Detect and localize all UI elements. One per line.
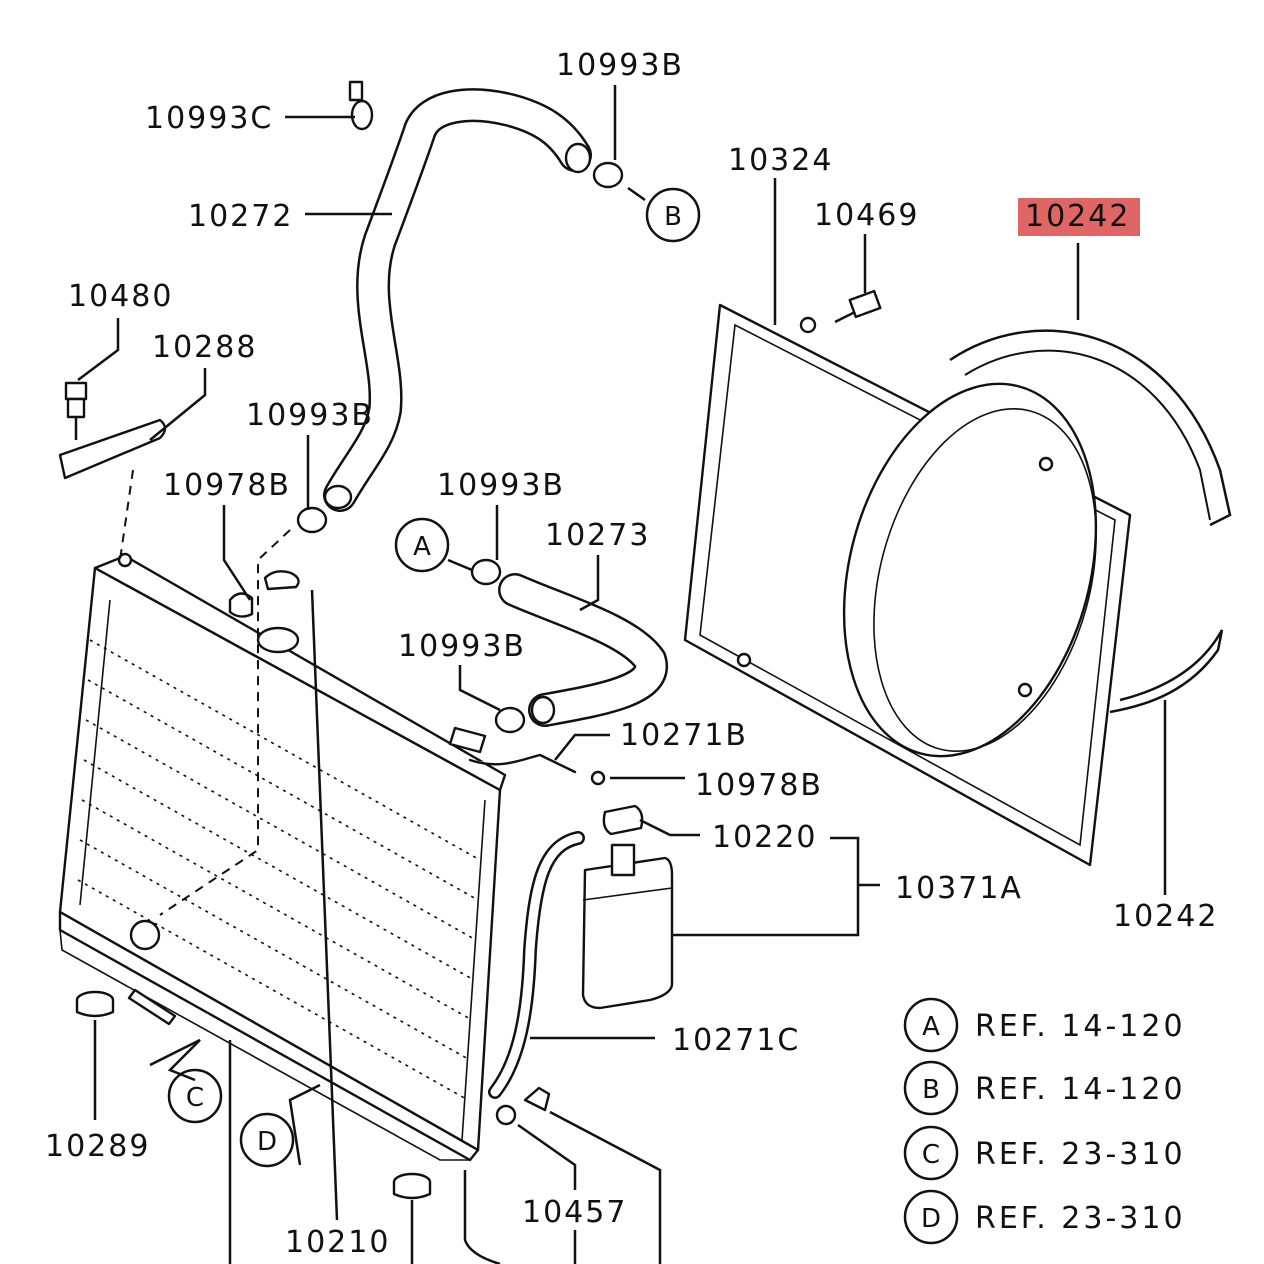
label-10271C: 10271C [672,1023,800,1058]
hose-clamp[interactable] [228,592,254,618]
label-10273: 10273 [545,518,650,553]
lower-hose-10273[interactable] [500,575,666,725]
drain-plug-10457[interactable] [495,1086,551,1126]
label-10271B: 10271B [620,718,748,753]
reference-legend: A REF. 14-120 B REF. 14-120 C REF. 23-31… [903,997,1186,1245]
reference-row-c[interactable]: C REF. 23-310 [903,1125,1186,1181]
svg-text:B: B [922,1075,940,1105]
hose-clamp[interactable] [494,706,526,734]
label-10220: 10220 [712,820,817,855]
shroud-ring-lower[interactable] [1109,629,1224,714]
label-10993B-center: 10993B [437,468,565,503]
label-10324: 10324 [728,143,833,178]
label-10993B-mid: 10993B [246,398,374,433]
callout-a[interactable]: A [394,517,450,573]
label-10993B-lower: 10993B [398,629,526,664]
label-10480: 10480 [68,279,173,314]
svg-text:C: C [186,1083,204,1113]
svg-text:REF. 23-310: REF. 23-310 [975,1201,1186,1236]
svg-text:D: D [921,1204,941,1234]
highlight-box [1018,198,1140,236]
grommet-10289[interactable] [75,990,115,1018]
label-10978B-right: 10978B [695,768,823,803]
label-10242-highlighted: 10242 [1025,199,1130,234]
hose-clamp[interactable] [470,558,502,586]
hose-10271C[interactable] [488,831,585,1099]
grommet-bottom[interactable] [392,1172,432,1200]
hose-clamp[interactable] [590,770,606,786]
label-10469: 10469 [814,198,919,233]
svg-text:REF. 23-310: REF. 23-310 [975,1137,1186,1172]
label-10288: 10288 [152,330,257,365]
reference-row-d[interactable]: D REF. 23-310 [903,1189,1186,1245]
label-10371A: 10371A [895,871,1023,906]
svg-text:A: A [413,532,431,562]
label-10457: 10457 [522,1195,627,1230]
svg-text:A: A [922,1012,940,1042]
overflow-hose-10271B[interactable] [468,753,577,774]
hose-clamp[interactable] [348,80,374,131]
radiator-bracket[interactable] [58,418,167,480]
reference-row-b[interactable]: B REF. 14-120 [903,1060,1186,1116]
hose-clamp[interactable] [296,506,328,534]
svg-text:C: C [922,1140,940,1170]
radiator-core[interactable] [58,552,507,1162]
svg-text:REF. 14-120: REF. 14-120 [975,1009,1186,1044]
label-10993C: 10993C [145,101,273,136]
bolt-10480[interactable] [64,381,88,440]
label-10993B-top: 10993B [556,48,684,83]
label-10978B-left: 10978B [163,468,291,503]
fan-shroud[interactable] [683,303,1135,867]
hose-clamp[interactable] [592,161,624,189]
callout-c[interactable]: C [167,1068,223,1124]
label-10242-bottom: 10242 [1113,899,1218,934]
shroud-ring-upper[interactable] [949,329,1232,527]
leader-lines [77,85,1167,1264]
label-10272: 10272 [188,199,293,234]
callout-d[interactable]: D [239,1112,295,1168]
label-10210: 10210 [285,1225,390,1260]
svg-text:REF. 14-120: REF. 14-120 [975,1072,1186,1107]
callout-b[interactable]: B [645,187,701,243]
svg-text:D: D [257,1127,277,1157]
bolt-10469[interactable] [834,289,882,324]
reference-row-a[interactable]: A REF. 14-120 [903,997,1186,1053]
svg-text:B: B [664,202,682,232]
bottom-hose[interactable] [463,1170,501,1264]
label-10289: 10289 [45,1129,150,1164]
coolant-reservoir[interactable] [581,804,674,1010]
